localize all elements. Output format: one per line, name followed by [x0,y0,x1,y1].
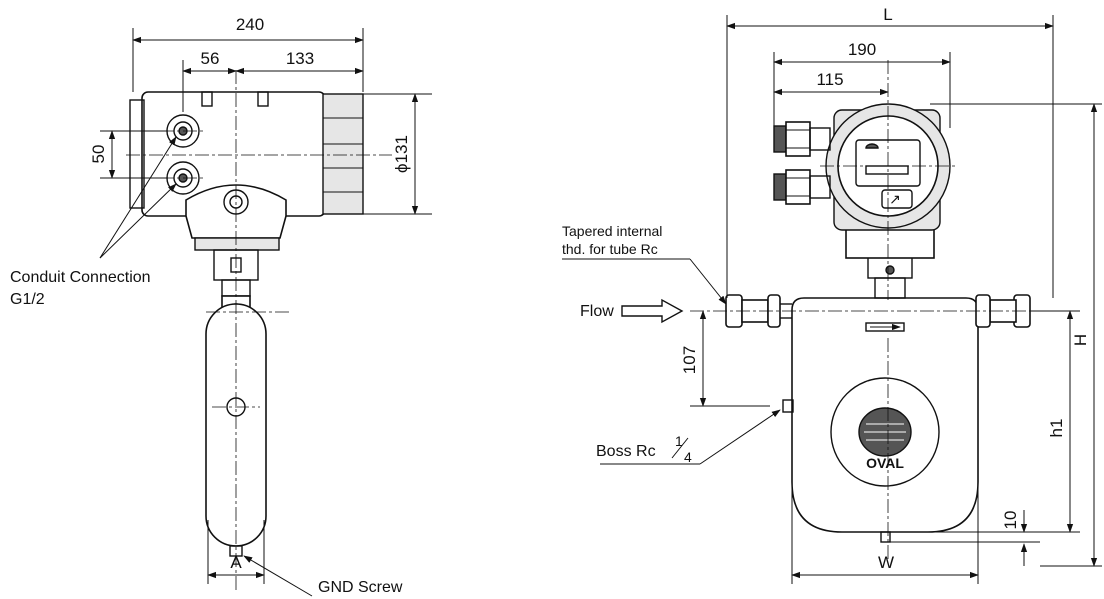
conduit-label-line2: G1/2 [10,291,45,308]
flow-indicator: Flow [580,298,684,324]
thread-label-line1: Tapered internal [562,223,662,239]
brand-logo: OVAL [866,455,904,471]
conduit-label-line1: Conduit Connection [10,269,151,286]
tapered-thread-callout: Tapered internal thd. for tube Rc [562,223,727,305]
dim-phi131-label: ϕ131 [392,135,411,173]
dim-190-label: 190 [848,40,876,59]
dim-h1: h1 [930,310,1080,533]
gnd-screw-callout: GND Screw [243,555,403,597]
boss-fraction-numerator: 1 [675,433,683,449]
side-neck [185,184,287,321]
flow-arrow-icon [621,298,684,324]
dim-240-label: 240 [236,15,264,34]
dim-240: 240 [132,15,364,92]
dim-133: 133 [235,49,364,75]
gnd-screw-label: GND Screw [318,579,403,596]
dim-L-label: L [883,5,892,24]
cable-gland-upper [773,121,831,157]
boss-label: Boss Rc [596,443,656,460]
dim-107: 107 [680,310,770,407]
front-view: OVAL [562,5,1102,584]
display-key-icon: ↗ [889,191,901,207]
dim-50-label: 50 [89,145,108,164]
boss-callout: Boss Rc 1 4 [596,409,781,465]
flow-label: Flow [580,303,614,320]
thread-label-line2: thd. for tube Rc [562,241,658,257]
dim-h1-label: h1 [1047,419,1066,438]
dim-107-label: 107 [680,346,699,374]
dim-W-label: W [878,553,894,572]
dim-W: W [791,484,979,584]
boss-fraction-denominator: 4 [684,449,692,465]
dim-H-label: H [1071,334,1090,346]
dim-190: 190 [773,40,951,128]
dim-L: L [726,5,1054,298]
front-neck [845,223,935,299]
dim-133-label: 133 [286,49,314,68]
side-view: 240 56 133 50 ϕ131 [10,15,432,597]
dim-10: 10 [890,510,1040,566]
dim-50: 50 [89,130,168,179]
dim-A-label: A [230,553,242,572]
dim-115: 115 [773,70,889,96]
conduit-connection-callout: Conduit Connection G1/2 [10,136,177,308]
dim-115-label: 115 [816,70,843,89]
dim-phi131: ϕ131 [363,93,432,215]
cable-gland-lower [773,169,831,205]
dim-H: H [930,103,1102,567]
dim-56: 56 [182,49,237,112]
dim-56-label: 56 [201,49,220,68]
dim-10-label: 10 [1001,511,1020,530]
front-sensor-housing: OVAL [782,297,979,543]
dim-A: A [207,520,265,584]
